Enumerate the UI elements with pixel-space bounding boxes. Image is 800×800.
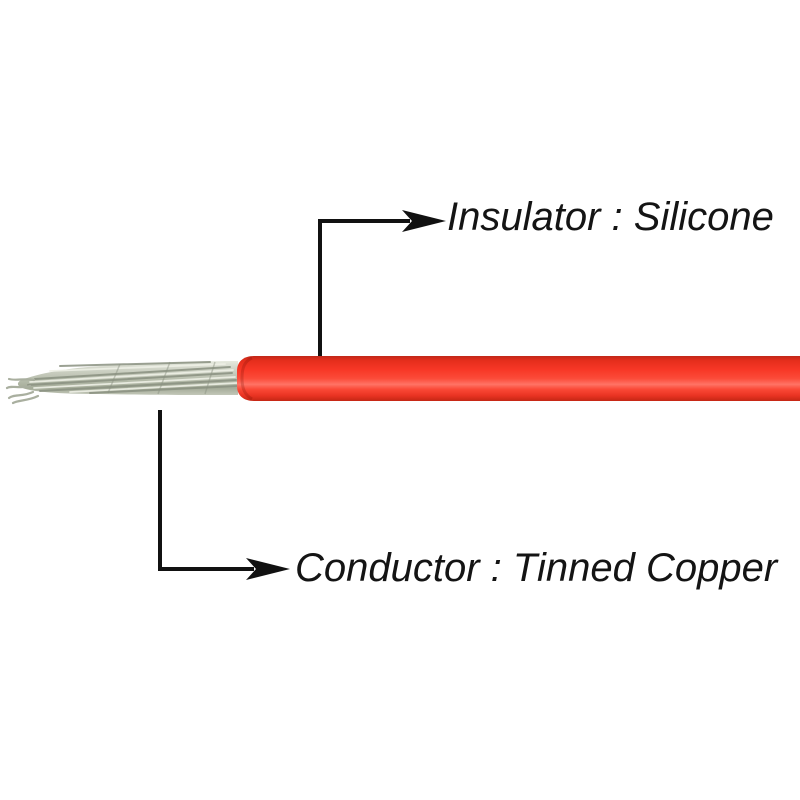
conductor-leader-line: [158, 410, 290, 580]
silicone-insulation: [237, 356, 800, 401]
insulator-leader-path: [318, 219, 410, 356]
conductor-label: Conductor : Tinned Copper: [295, 546, 778, 590]
tinned-copper-conductor: [5, 361, 239, 405]
strand-streak: [34, 366, 231, 380]
twist-mark: [204, 361, 216, 395]
strand-streak: [49, 363, 226, 372]
insulator-label: Insulator : Silicone: [447, 195, 774, 239]
strand-streaks-dark: [27, 361, 239, 394]
strand-streaks-light: [29, 363, 238, 393]
strand-streak: [29, 369, 234, 383]
twist-mark: [157, 361, 171, 395]
strand-streak: [59, 361, 211, 367]
strand-streak: [89, 385, 239, 394]
loose-strand: [7, 377, 36, 382]
conductor-leader-path: [158, 410, 254, 571]
loose-strand: [11, 394, 40, 405]
arrow-right-icon: [246, 558, 290, 580]
strand-streak: [27, 372, 233, 386]
insulation-cap-shade: [240, 356, 253, 401]
twist-mark: [107, 363, 121, 394]
strand-streak: [39, 379, 237, 392]
strand-streak: [33, 376, 236, 389]
loose-strand: [7, 390, 35, 400]
strand-streak: [69, 382, 238, 393]
insulator-leader-line: [318, 210, 446, 356]
loose-strands: [5, 377, 40, 405]
arrow-right-icon: [402, 210, 446, 232]
insulation-body: [237, 356, 800, 401]
loose-strand: [5, 384, 32, 390]
strand-twist-marks: [107, 361, 216, 395]
